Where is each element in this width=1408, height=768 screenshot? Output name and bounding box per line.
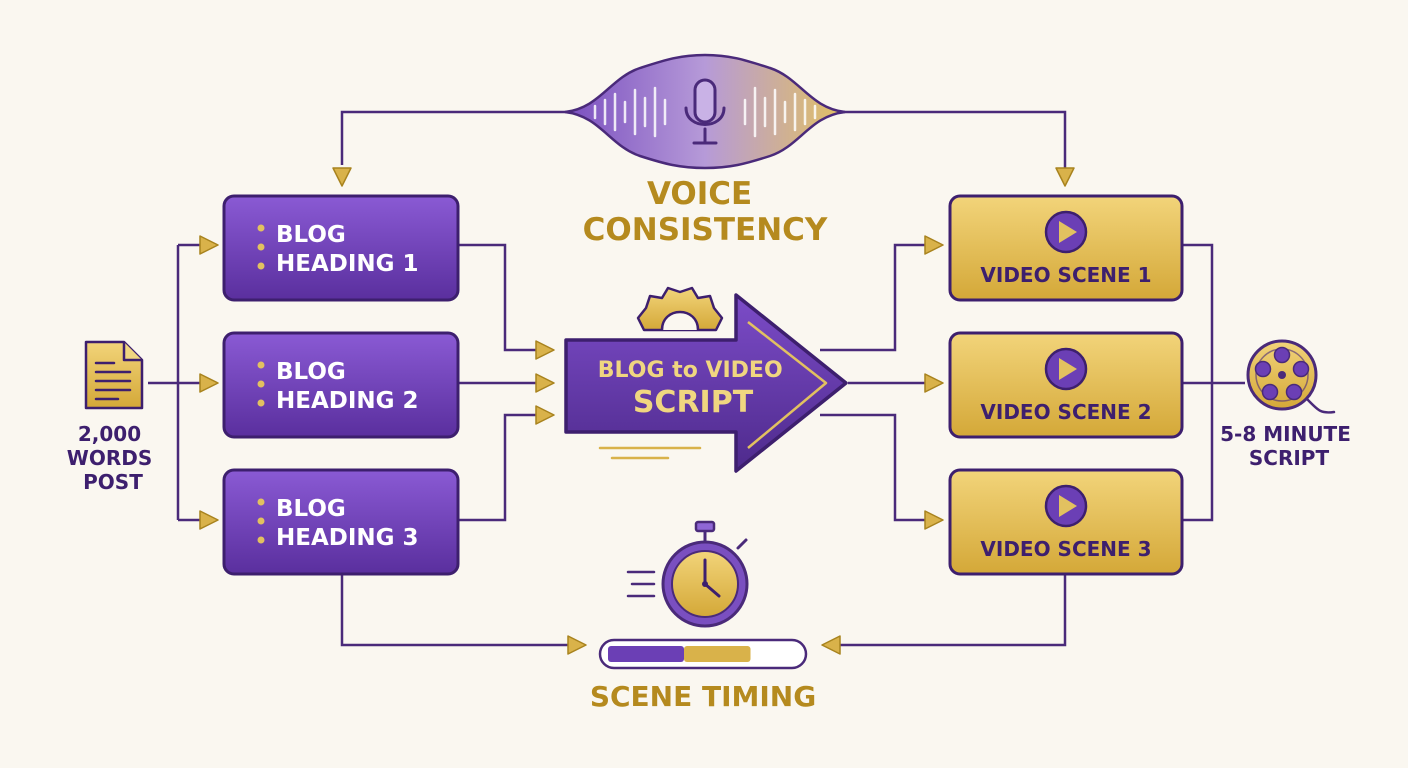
svg-text:BLOG HEADING 1: BLOG HEADING 1 [276, 222, 419, 277]
svg-text:2,000 WORDS POST: 2,000 WORDS POST [67, 422, 159, 494]
stopwatch-icon [626, 520, 749, 628]
blog-heading-1-line-1: BLOG [276, 222, 346, 248]
video-scene-2-label: VIDEO SCENE 2 [980, 400, 1151, 424]
source-label-line-3: POST [83, 470, 143, 494]
blog-to-video-script-arrow[interactable]: BLOG to VIDEO SCRIPT [564, 286, 848, 473]
film-reel-icon [1246, 339, 1336, 414]
output-label-line-2: SCRIPT [1249, 446, 1330, 470]
document-icon [84, 340, 144, 410]
center-label-line-1: BLOG to VIDEO [598, 358, 783, 383]
blog-heading-2[interactable]: BLOG HEADING 2 [222, 331, 460, 439]
gear-icon [636, 286, 724, 332]
video-scene-3[interactable]: VIDEO SCENE 3 [948, 468, 1184, 576]
blog-heading-1[interactable]: BLOG HEADING 1 [222, 194, 460, 302]
blog-heading-2-line-1: BLOG [276, 359, 346, 385]
source-label-line-2: WORDS [67, 446, 152, 470]
source-label-line-1: 2,000 [78, 422, 141, 446]
microphone-icon [684, 78, 726, 145]
svg-text:VOICE CONSISTENCY: VOICE CONSISTENCY [583, 176, 828, 248]
center-label-line-2: SCRIPT [633, 385, 754, 420]
bullet-icon [257, 224, 265, 270]
voice-consistency: VOICE CONSISTENCY [564, 53, 846, 248]
connector-lines [148, 110, 1245, 647]
output-label-line-1: 5-8 MINUTE [1220, 422, 1351, 446]
source-document: 2,000 WORDS POST [67, 340, 159, 494]
play-icon [1044, 347, 1088, 391]
svg-text:BLOG to VIDEO SCRIPT: BLOG to VIDEO SCRIPT [598, 358, 789, 420]
svg-text:BLOG HEADING 2: BLOG HEADING 2 [276, 359, 419, 414]
arrowheads [199, 167, 1075, 655]
svg-text:5-8 MINUTE SCRIPT: 5-8 MINUTE SCRIPT [1220, 422, 1358, 470]
video-scene-3-label: VIDEO SCENE 3 [980, 537, 1151, 561]
speed-lines [598, 446, 702, 460]
bullet-icon [257, 498, 265, 544]
blog-heading-3[interactable]: BLOG HEADING 3 [222, 468, 460, 576]
play-icon [1044, 484, 1088, 528]
blog-heading-3-line-2: HEADING 3 [276, 525, 419, 551]
timing-label: SCENE TIMING [590, 680, 816, 713]
blog-heading-3-line-1: BLOG [276, 496, 346, 522]
voice-label-line-2: CONSISTENCY [583, 212, 828, 248]
scene-timing: SCENE TIMING [590, 520, 816, 713]
output-script: 5-8 MINUTE SCRIPT [1220, 339, 1358, 470]
bullet-icon [257, 361, 265, 407]
timing-progress-gold [684, 646, 751, 662]
video-scene-1[interactable]: VIDEO SCENE 1 [948, 194, 1184, 302]
video-scene-1-label: VIDEO SCENE 1 [980, 263, 1151, 287]
video-scene-2[interactable]: VIDEO SCENE 2 [948, 331, 1184, 439]
timing-progress-purple [608, 646, 684, 662]
blog-heading-2-line-2: HEADING 2 [276, 388, 419, 414]
play-icon [1044, 210, 1088, 254]
blog-heading-1-line-2: HEADING 1 [276, 251, 419, 277]
voice-label-line-1: VOICE [647, 176, 752, 212]
svg-text:BLOG HEADING 3: BLOG HEADING 3 [276, 496, 419, 551]
